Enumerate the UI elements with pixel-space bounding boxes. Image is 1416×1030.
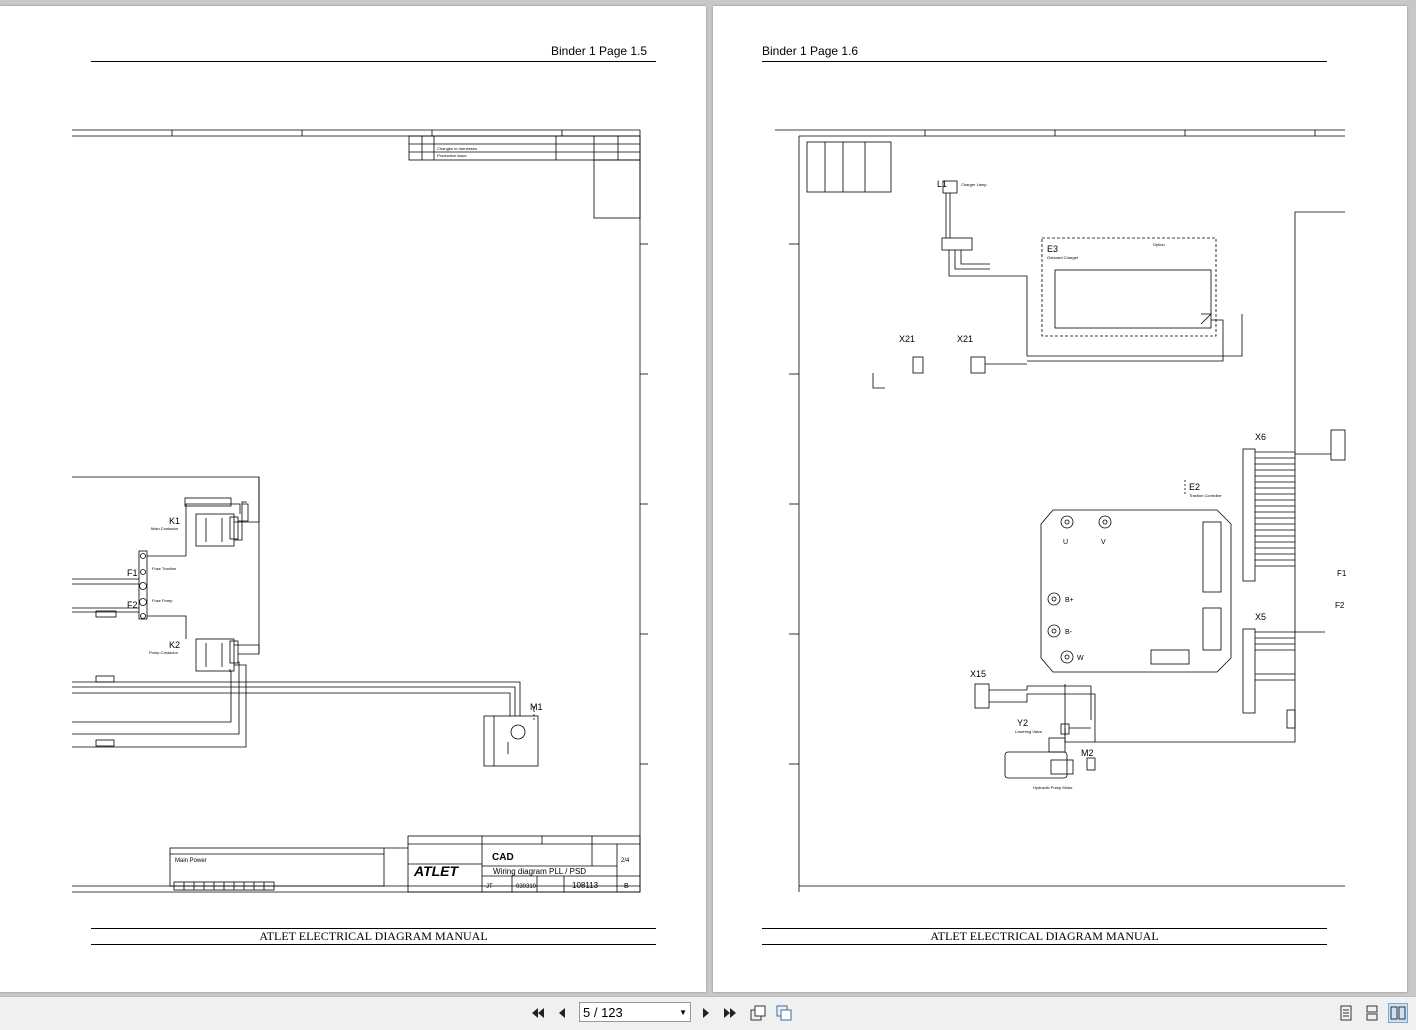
previous-page-icon bbox=[559, 1008, 565, 1018]
f1-label: F1 bbox=[1337, 569, 1347, 578]
first-page-icon bbox=[532, 1008, 544, 1018]
revision-row2: Production issue bbox=[437, 153, 467, 158]
next-page-icon bbox=[703, 1008, 709, 1018]
footer-rule-bottom bbox=[762, 944, 1327, 945]
k2-label: K2 bbox=[169, 640, 180, 650]
two-page-icon bbox=[1390, 1006, 1406, 1020]
copy-button[interactable] bbox=[774, 1003, 794, 1023]
rotate-icon bbox=[750, 1005, 766, 1021]
revision-letter: B bbox=[624, 883, 629, 890]
e2-desc: Traction Controller bbox=[1189, 493, 1222, 498]
e3-desc: Onboard Charger bbox=[1047, 255, 1079, 260]
m1-label: M1 bbox=[530, 702, 543, 712]
atlet-logo: ATLET bbox=[413, 863, 460, 879]
copy-icon bbox=[776, 1005, 792, 1021]
x21-label-b: X21 bbox=[957, 334, 973, 344]
f1-desc: Fuse Traction bbox=[152, 566, 176, 571]
terminal-u: U bbox=[1063, 539, 1068, 546]
f2-label: F2 bbox=[127, 600, 138, 610]
k1-desc: Main Contactor bbox=[151, 526, 179, 531]
k2-desc: Pump Contactor bbox=[149, 650, 179, 655]
m2-desc: Hydraulic Pump Motor bbox=[1033, 785, 1073, 790]
y2-label: Y2 bbox=[1017, 718, 1028, 728]
viewer-toolbar: 5 / 123 ▼ bbox=[0, 996, 1416, 1030]
k1-label: K1 bbox=[169, 516, 180, 526]
l1-desc: Charger Lamp bbox=[961, 182, 987, 187]
terminal-b-minus: B- bbox=[1065, 629, 1073, 636]
wiring-diagram-right: L1 Charger Lamp E3 Onboard Charger Optio… bbox=[775, 129, 1347, 892]
footer-rule-top bbox=[91, 928, 656, 929]
single-page-view-button[interactable] bbox=[1336, 1003, 1356, 1023]
e3-label: E3 bbox=[1047, 244, 1058, 254]
first-page-button[interactable] bbox=[528, 1003, 548, 1023]
page-header: Binder 1 Page 1.5 bbox=[551, 44, 648, 58]
terminal-w: W bbox=[1077, 655, 1084, 662]
last-page-button[interactable] bbox=[720, 1003, 740, 1023]
page-number-select[interactable]: 5 / 123 ▼ bbox=[579, 1002, 691, 1022]
right-page: Binder 1 Page 1.6 bbox=[713, 6, 1407, 992]
page-footer: ATLET ELECTRICAL DIAGRAM MANUAL bbox=[930, 929, 1159, 943]
e2-label: E2 bbox=[1189, 482, 1200, 492]
page-indicator: 5 / 123 bbox=[583, 1005, 623, 1020]
header-rule bbox=[91, 61, 656, 62]
drawing-date: 030310 bbox=[516, 884, 537, 890]
drawn-by: JT bbox=[486, 884, 493, 890]
x5-label: X5 bbox=[1255, 612, 1266, 622]
next-page-button[interactable] bbox=[696, 1003, 716, 1023]
x6-label: X6 bbox=[1255, 432, 1266, 442]
chevron-down-icon: ▼ bbox=[679, 1008, 687, 1017]
f2-desc: Fuse Pump bbox=[152, 598, 173, 603]
rotate-button[interactable] bbox=[748, 1003, 768, 1023]
cad-label: CAD bbox=[492, 852, 514, 863]
drawing-name: Wiring diagram PLL / PSD bbox=[493, 867, 586, 876]
f2-label: F2 bbox=[1335, 601, 1345, 610]
continuous-view-button[interactable] bbox=[1362, 1003, 1382, 1023]
drawing-number: 108113 bbox=[572, 881, 599, 890]
continuous-page-icon bbox=[1366, 1005, 1378, 1021]
last-page-icon bbox=[724, 1008, 736, 1018]
option-label: Option bbox=[1153, 242, 1165, 247]
m2-label: M2 bbox=[1081, 748, 1094, 758]
two-page-view-button[interactable] bbox=[1388, 1003, 1408, 1023]
x21-label-a: X21 bbox=[899, 334, 915, 344]
single-page-icon bbox=[1340, 1005, 1352, 1021]
revision-row1: Changes to harnesses bbox=[437, 146, 477, 151]
previous-page-button[interactable] bbox=[552, 1003, 572, 1023]
f1-label: F1 bbox=[127, 568, 138, 578]
terminal-v: V bbox=[1101, 539, 1106, 546]
x15-label: X15 bbox=[970, 669, 986, 679]
header-rule bbox=[762, 61, 1327, 62]
page-header: Binder 1 Page 1.6 bbox=[762, 44, 859, 58]
sheet-title: Main Power bbox=[175, 858, 207, 864]
page-footer: ATLET ELECTRICAL DIAGRAM MANUAL bbox=[259, 929, 488, 943]
footer-rule-bottom bbox=[91, 944, 656, 945]
l1-label: L1 bbox=[937, 179, 947, 189]
footer-rule-top bbox=[762, 928, 1327, 929]
left-page: Binder 1 Page 1.5 bbox=[0, 6, 706, 992]
terminal-b-plus: B+ bbox=[1065, 597, 1074, 604]
wiring-diagram-left: K1 Main Contactor K2 Pump Contactor F1 F… bbox=[72, 129, 648, 893]
sheet-number: 2/4 bbox=[621, 858, 630, 864]
y2-desc: Lowering Valve bbox=[1015, 729, 1043, 734]
